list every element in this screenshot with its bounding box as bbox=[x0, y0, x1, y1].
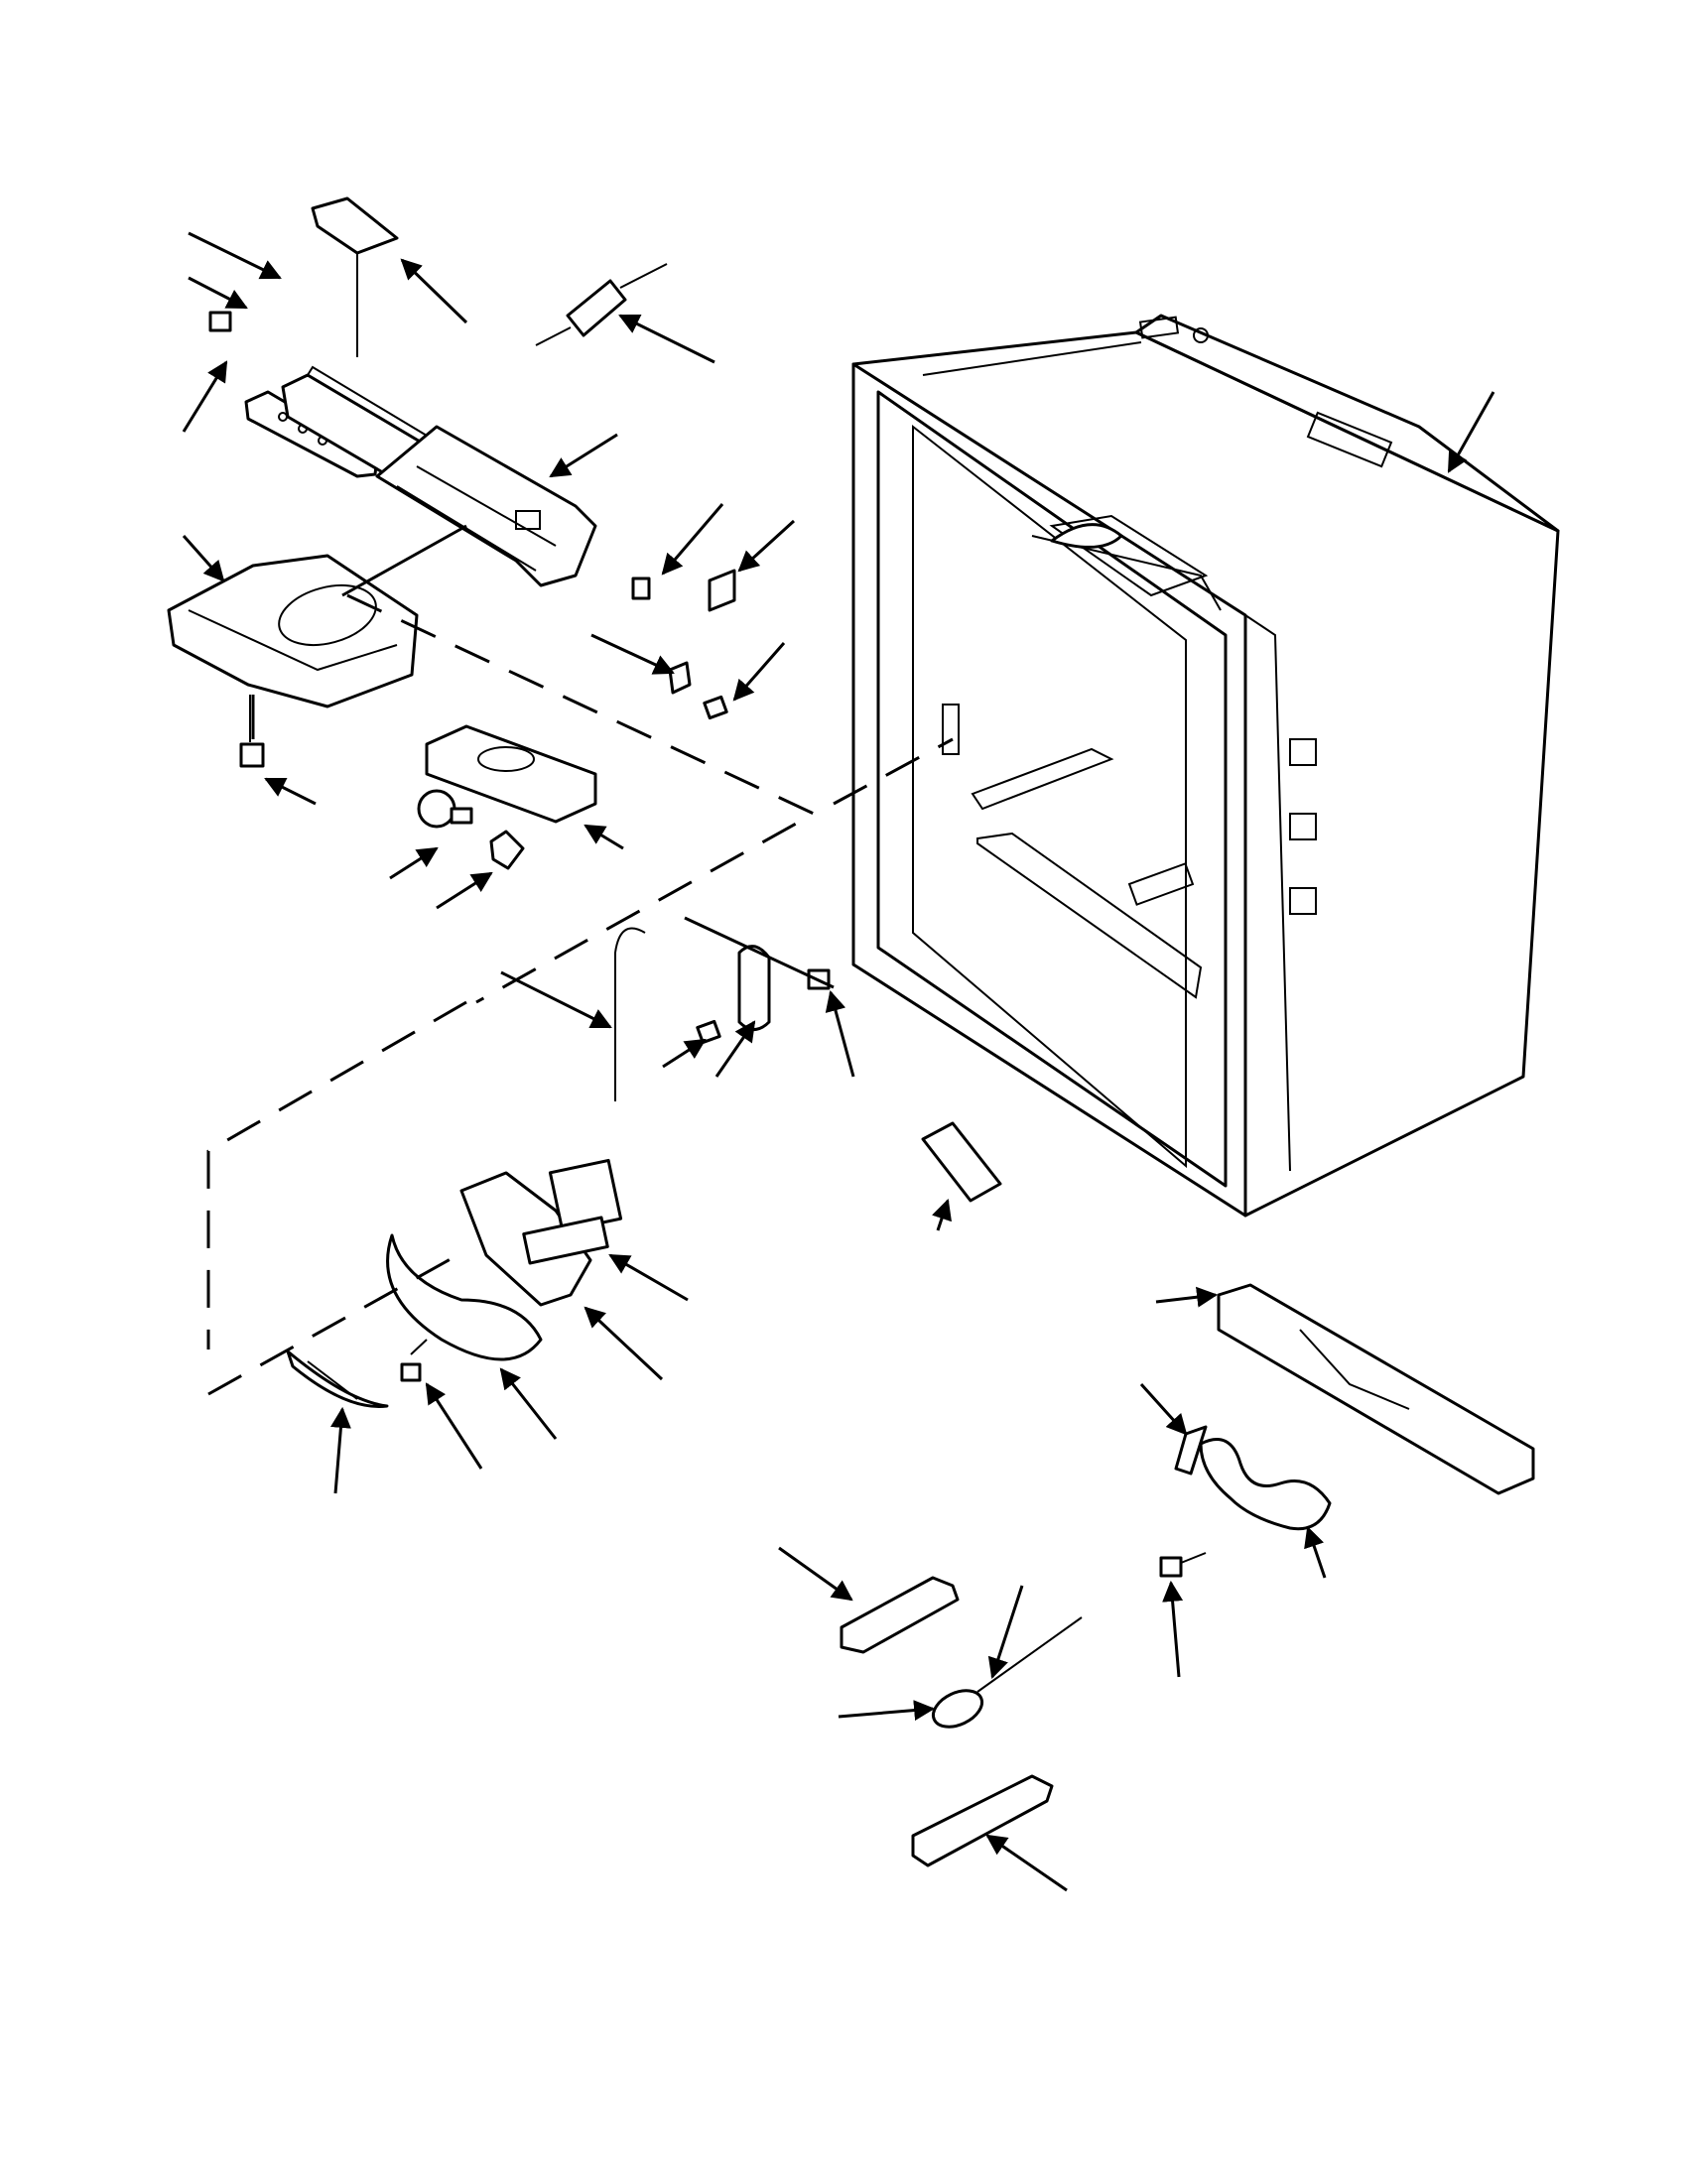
part-18-heater-channel bbox=[1217, 1283, 1535, 1495]
part-9-bulb bbox=[417, 789, 473, 829]
part-13-air-diffuser bbox=[386, 1233, 543, 1361]
part-1-refrigerator-liner bbox=[851, 314, 1560, 1218]
part-33-wire bbox=[614, 927, 646, 1101]
part-34-screw bbox=[208, 311, 232, 332]
part-12-screw bbox=[400, 1339, 428, 1382]
part-25-filter-cap bbox=[921, 1121, 1002, 1203]
part-8-socket-bracket bbox=[425, 724, 597, 824]
part-22-thermistor-bracket bbox=[840, 1576, 960, 1654]
part-31-bracket bbox=[668, 661, 692, 695]
part-19-water-valve bbox=[1199, 1438, 1332, 1531]
part-15-damper-control bbox=[522, 1158, 623, 1265]
part-5-control-board bbox=[311, 196, 399, 357]
part-17-heater-support bbox=[1174, 1425, 1208, 1476]
part-6-switch bbox=[239, 695, 265, 768]
part-29-retainer-clip bbox=[708, 569, 736, 612]
part-21-screw bbox=[1159, 1552, 1207, 1578]
part-16-bushing bbox=[535, 263, 668, 346]
part-32-clip bbox=[703, 695, 728, 720]
assembly-dashed-lines bbox=[206, 524, 954, 1396]
part-27-clip bbox=[696, 1019, 721, 1045]
part-20-damper-door bbox=[737, 945, 771, 1031]
part-30-clip bbox=[631, 577, 651, 600]
part-2-light-housing bbox=[167, 554, 419, 708]
part-11-vent-grille bbox=[286, 1349, 389, 1408]
part-7-light-cover bbox=[375, 425, 597, 587]
part-24-support-rail bbox=[911, 1774, 1054, 1867]
callout-leader-lines bbox=[182, 231, 1495, 1892]
part-10-socket bbox=[489, 830, 525, 870]
part-23-wire-harness bbox=[976, 1616, 1083, 1693]
